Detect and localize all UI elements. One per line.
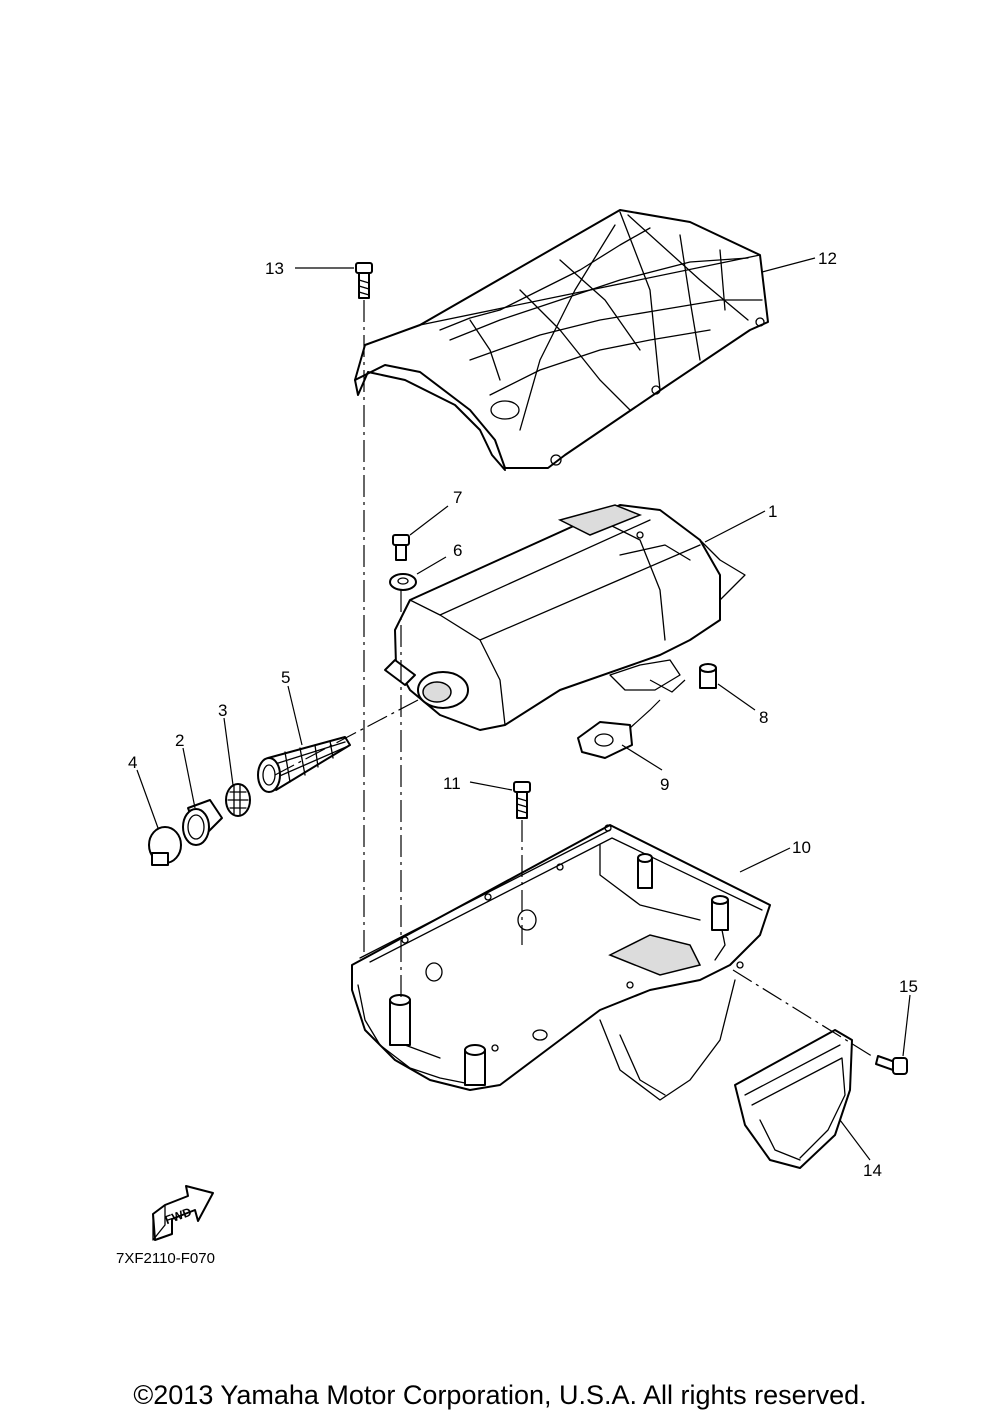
callout-6: 6	[453, 541, 462, 560]
callout-15: 15	[899, 977, 918, 996]
bolt-7-part	[392, 534, 410, 561]
top-cover-part	[354, 209, 769, 471]
clamp-4-part	[148, 826, 182, 866]
callout-10: 10	[792, 838, 811, 857]
lower-case-part	[351, 824, 771, 1101]
mesh-3-part	[225, 783, 251, 817]
copyright-notice: ©2013 Yamaha Motor Corporation, U.S.A. A…	[133, 1380, 867, 1410]
callout-4: 4	[128, 753, 137, 772]
washer-6-part	[389, 573, 417, 591]
bolt-11-part	[513, 781, 531, 819]
main-housing-part	[384, 504, 746, 731]
callout-8: 8	[759, 708, 768, 727]
bolt-15-part	[875, 1055, 908, 1075]
callout-labels: 1 2 3 4 5 6 7 8 9 10 11 12 13 14 15	[128, 249, 918, 1180]
gasket-9-part	[577, 721, 633, 759]
collar-8-part	[699, 663, 717, 689]
callout-3: 3	[218, 701, 227, 720]
leader-lines	[136, 257, 911, 1161]
callout-11: 11	[443, 774, 461, 793]
callout-9: 9	[660, 775, 669, 794]
callout-13: 13	[265, 259, 284, 278]
sleeve-2-part	[182, 799, 223, 846]
callout-14: 14	[863, 1161, 882, 1180]
callout-2: 2	[175, 731, 184, 750]
duct-14-part	[734, 1029, 853, 1169]
diagram-code: 7XF2110-F070	[116, 1250, 215, 1267]
fwd-arrow-icon: FWD	[152, 1185, 214, 1241]
strainer-5-part	[257, 736, 351, 793]
callout-5: 5	[281, 668, 290, 687]
callout-1: 1	[768, 502, 777, 521]
callout-12: 12	[818, 249, 837, 268]
bolt-13-part	[355, 262, 373, 299]
callout-7: 7	[453, 488, 462, 507]
assembly-lines	[274, 300, 876, 1059]
